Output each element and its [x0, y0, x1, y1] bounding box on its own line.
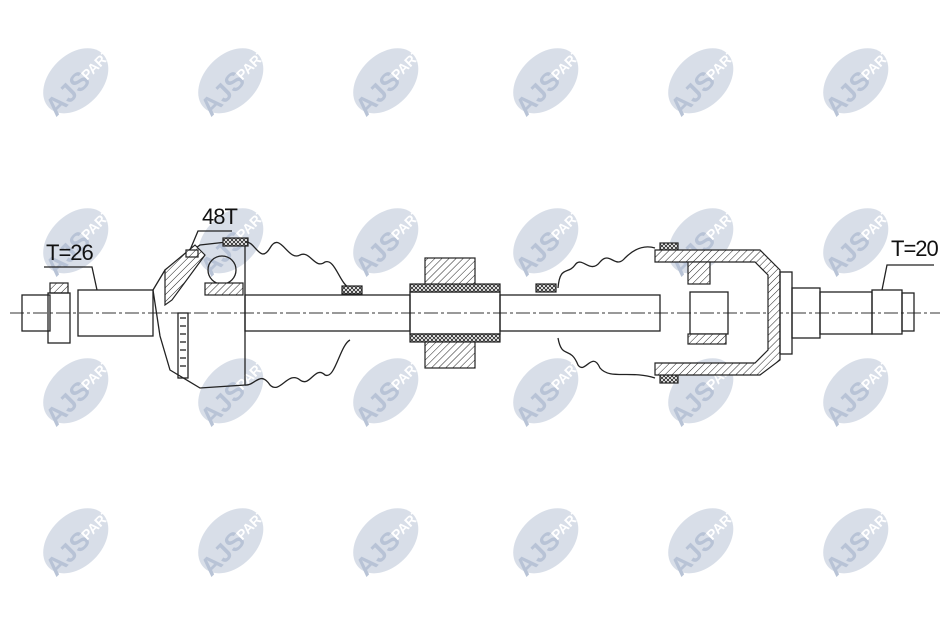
watermark-logo: AJS PARTS	[194, 39, 277, 122]
watermark-logo: AJS PARTS	[664, 349, 747, 432]
outer-nut-section	[49, 282, 69, 294]
abs-ring-section	[185, 249, 199, 258]
outer-boot-bottom	[244, 339, 351, 388]
inner-spline	[871, 289, 903, 335]
watermark-logo: AJS PARTS	[509, 39, 592, 122]
watermark-logo: AJS PARTS	[39, 499, 122, 582]
tripod-roller-bottom	[687, 333, 727, 345]
callout-outer-spline: T=26	[44, 240, 98, 291]
watermark-logo: AJS PARTS	[509, 349, 592, 432]
inner-boot-small-clamp	[535, 283, 557, 293]
abs-ring	[177, 312, 189, 379]
abs-ring-teeth	[180, 317, 186, 367]
watermark-logo: AJS PARTS	[39, 349, 122, 432]
watermark-logo: AJS PARTS	[664, 499, 747, 582]
outer-boot-top	[244, 241, 351, 289]
outer-spline-label: T=26	[46, 240, 94, 265]
watermark-logo: AJS PARTS	[349, 499, 432, 582]
callout-inner-spline: T=20	[881, 236, 940, 291]
watermark-logo: AJS PARTS	[664, 39, 747, 122]
outer-nut	[47, 292, 71, 344]
watermark-logo: AJS PARTS	[819, 349, 902, 432]
watermark-logo: AJS PARTS	[509, 199, 592, 282]
outer-cv-section	[164, 244, 206, 307]
drive-shaft-drawing	[10, 237, 940, 389]
damper-rubber-top	[409, 283, 501, 293]
inner-stub-end	[901, 292, 915, 332]
inner-boot-bottom	[557, 337, 656, 379]
watermark-logo: AJS PARTS	[819, 499, 902, 582]
watermark-logo: AJS PARTS	[349, 39, 432, 122]
abs-ring-label: 48T	[202, 204, 237, 229]
damper-rubber-bottom	[409, 333, 501, 343]
watermark-logo: AJS PARTS	[39, 39, 122, 122]
damper-bottom	[424, 339, 476, 369]
outer-cv-cage	[204, 282, 244, 296]
outer-spline-shaft	[77, 289, 154, 337]
callout-abs-ring: 48T	[189, 204, 238, 251]
damper-top	[424, 257, 476, 287]
watermark-logo: AJS PARTS	[39, 199, 122, 282]
inner-spline-label: T=20	[891, 236, 939, 261]
watermark-logo: AJS PARTS	[819, 39, 902, 122]
inner-boot-top	[557, 246, 656, 289]
watermark-logo: AJS PARTS	[509, 499, 592, 582]
outer-boot-clamp	[222, 237, 249, 247]
watermark-logo: AJS PARTS	[194, 499, 277, 582]
inner-boot-clamp-bottom	[659, 374, 679, 384]
outer-stub-end	[21, 294, 51, 332]
inner-tripod-housing	[654, 249, 781, 376]
outer-boot-small-clamp	[341, 285, 363, 295]
tripod-roller-top	[687, 261, 711, 285]
